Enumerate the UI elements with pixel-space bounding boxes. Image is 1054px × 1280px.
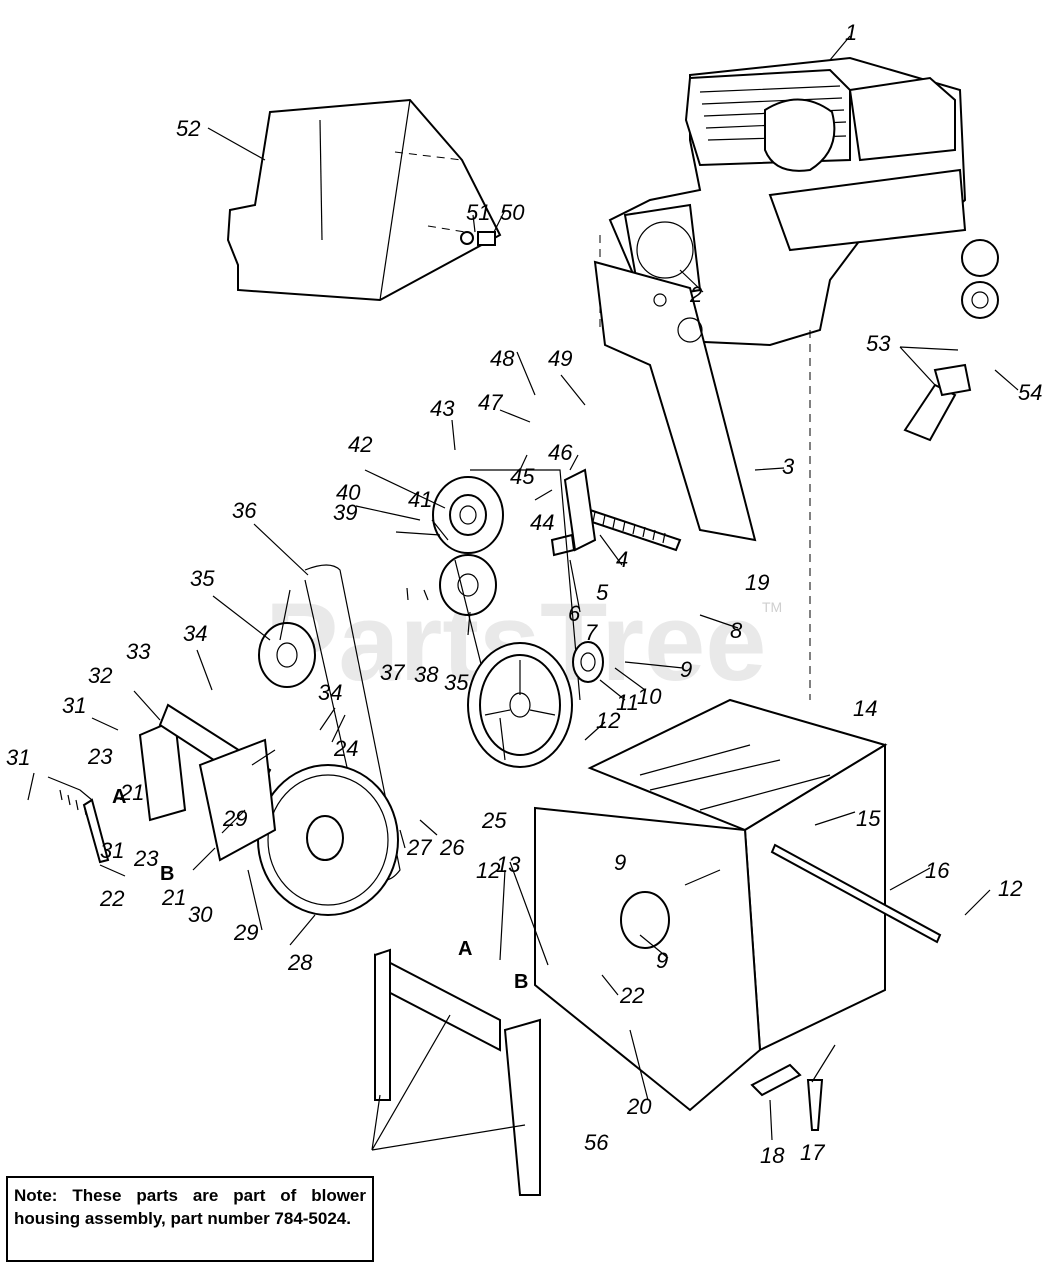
callout-39: 39 — [333, 500, 357, 525]
axle-rod — [770, 843, 942, 944]
engine-pulley — [258, 622, 316, 688]
callout-22-right: 22 — [619, 983, 644, 1008]
callout-52: 52 — [176, 116, 200, 141]
callout-8: 8 — [730, 618, 743, 643]
lock-plate — [750, 1063, 802, 1097]
callout-10: 10 — [637, 684, 662, 709]
callout-7: 7 — [585, 620, 598, 645]
callout-19: 19 — [745, 570, 769, 595]
letter-b-plate: B — [514, 971, 528, 993]
auger-pulley — [257, 764, 399, 916]
callout-21-a: 21 — [119, 780, 144, 805]
callout-26: 26 — [439, 835, 465, 860]
callout-45: 45 — [510, 464, 535, 489]
letter-a-left: A — [112, 786, 126, 808]
callout-28: 28 — [287, 950, 313, 975]
callout-31-a: 31 — [62, 693, 86, 718]
note-box: Note: These parts are part of blower hou… — [6, 1176, 374, 1262]
frame-housing — [534, 698, 888, 1112]
callout-31-c: 31 — [100, 838, 124, 863]
idler-bracket — [198, 738, 277, 862]
callout-33: 33 — [126, 639, 151, 664]
callout-34-left: 34 — [183, 621, 207, 646]
callout-51: 51 — [466, 200, 490, 225]
callout-48: 48 — [490, 346, 515, 371]
callout-35-mid: 35 — [444, 670, 469, 695]
callout-25: 25 — [481, 808, 507, 833]
callout-38: 38 — [414, 662, 439, 687]
plate-b — [503, 1018, 541, 1196]
spring-4 — [584, 508, 682, 552]
callout-18: 18 — [760, 1143, 785, 1168]
idler-pulley-lower — [439, 554, 497, 616]
callout-44: 44 — [530, 510, 554, 535]
bearing — [572, 641, 604, 683]
callout-12-upper: 12 — [596, 708, 620, 733]
belt-cover — [226, 98, 502, 302]
callout-21-b: 21 — [161, 885, 186, 910]
callout-46: 46 — [548, 440, 573, 465]
callout-40: 40 — [336, 480, 361, 505]
callout-31-b: 31 — [6, 745, 30, 770]
callout-56: 56 — [584, 1130, 609, 1155]
callout-35-left: 35 — [190, 566, 215, 591]
callout-42: 42 — [348, 432, 372, 457]
callout-4: 4 — [616, 547, 628, 572]
drive-pulley — [467, 642, 573, 768]
callout-43: 43 — [430, 396, 455, 421]
watermark-trademark: TM — [762, 599, 782, 615]
idler-lever — [563, 468, 597, 552]
callout-16: 16 — [925, 858, 950, 883]
callout-50: 50 — [500, 200, 525, 225]
callout-27: 27 — [406, 835, 432, 860]
callout-13: 13 — [496, 852, 521, 877]
mounting-bracket — [593, 260, 757, 542]
idler-pulley-upper — [432, 476, 504, 554]
callout-12-lower: 12 — [476, 858, 500, 883]
ignition-key — [903, 363, 972, 442]
callout-36: 36 — [232, 498, 257, 523]
callout-47: 47 — [478, 390, 503, 415]
callout-9-upper: 9 — [680, 657, 692, 682]
callout-15: 15 — [856, 806, 881, 831]
callout-23-lower: 23 — [133, 846, 159, 871]
callout-2: 2 — [689, 282, 702, 307]
callout-29-lower: 29 — [233, 920, 258, 945]
callout-6: 6 — [568, 601, 581, 626]
letter-a-plate: A — [458, 938, 472, 960]
callout-49: 49 — [548, 346, 572, 371]
callout-54: 54 — [1018, 380, 1042, 405]
callout-24: 24 — [333, 736, 358, 761]
brake-spring — [47, 776, 93, 801]
callout-41: 41 — [408, 487, 432, 512]
callout-30: 30 — [188, 902, 213, 927]
callout-12-right: 12 — [998, 876, 1022, 901]
letter-b-left: B — [160, 863, 174, 885]
callout-1: 1 — [845, 20, 857, 45]
callout-9-lower: 9 — [656, 948, 668, 973]
callout-34-mid: 34 — [318, 680, 342, 705]
callout-5: 5 — [596, 580, 609, 605]
engine — [608, 56, 967, 347]
callout-22-left: 22 — [99, 886, 124, 911]
callout-3: 3 — [782, 454, 795, 479]
callout-23-upper: 23 — [87, 744, 113, 769]
callout-11: 11 — [616, 690, 639, 715]
callout-20: 20 — [626, 1094, 652, 1119]
callout-53: 53 — [866, 331, 891, 356]
callout-37: 37 — [380, 660, 405, 685]
callout-32: 32 — [88, 663, 112, 688]
callout-29-upper: 29 — [222, 806, 247, 831]
callout-14: 14 — [853, 696, 877, 721]
callout-9-mid: 9 — [614, 850, 626, 875]
callout-17: 17 — [800, 1140, 825, 1165]
key-washer — [961, 239, 999, 319]
